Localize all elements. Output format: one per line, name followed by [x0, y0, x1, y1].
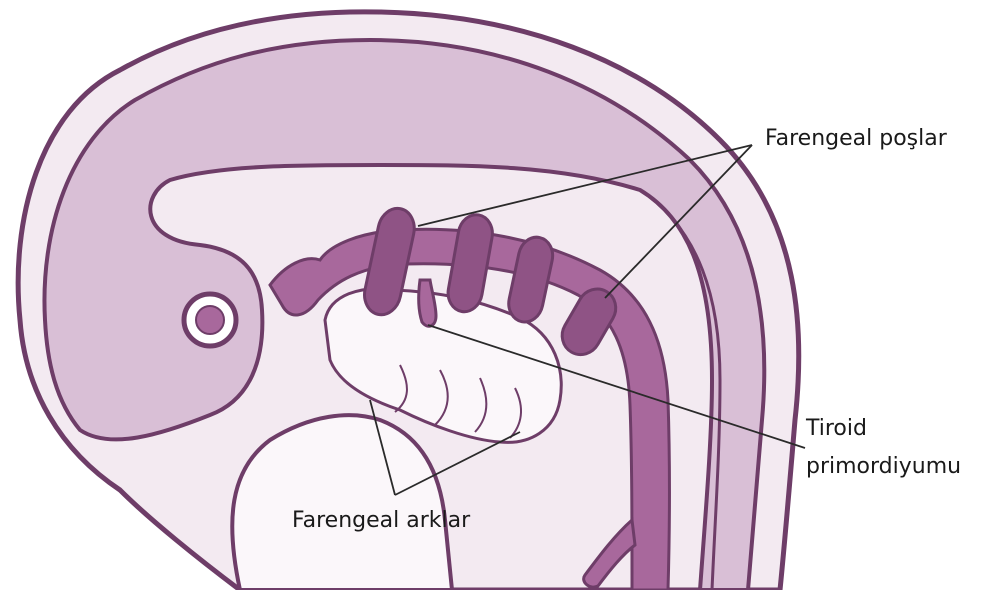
label-pharyngeal-pouches: Farengeal poşlar: [765, 126, 948, 151]
eye-inner: [196, 306, 224, 334]
label-thyroid-line2: primordiyumu: [806, 454, 961, 479]
label-pharyngeal-arches: Farengeal arklar: [292, 508, 471, 533]
label-thyroid-line1: Tiroid: [805, 416, 867, 441]
